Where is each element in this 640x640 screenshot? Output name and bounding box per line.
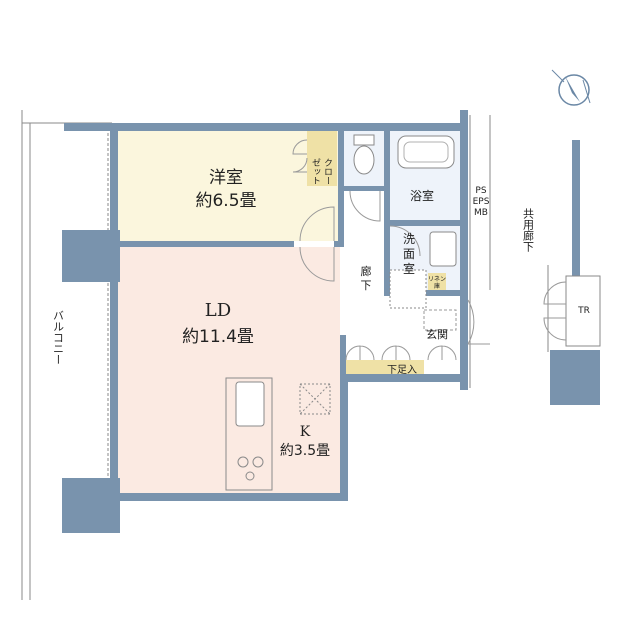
entrance-step [423, 309, 457, 331]
ld-name: LD [205, 300, 231, 321]
washroom-label-3: 室 [403, 261, 415, 276]
tr-box [565, 275, 601, 347]
entrance-label: 玄関 [426, 327, 448, 341]
shoe-cabinet-floor [342, 360, 424, 378]
linen-label-1: リネン [428, 276, 446, 283]
walls [62, 110, 600, 533]
ld-door [299, 246, 335, 282]
washroom-label-1: 洗 [403, 232, 415, 246]
ps-label-2: EPS [473, 197, 490, 207]
fridge-x [299, 383, 331, 415]
bath-name: 浴室 [410, 188, 434, 203]
stove-burner-2 [252, 456, 264, 468]
ps-label-3: MB [474, 208, 488, 218]
shoe-cabinet-label: 下足入 [387, 364, 417, 376]
hallway-label-2: 下 [361, 279, 372, 292]
closet-door [292, 139, 308, 173]
washroom-label-2: 面 [403, 247, 415, 261]
western-room-name: 洋室 [209, 168, 243, 188]
stove-burner [237, 456, 249, 468]
ps-label-1: PS [475, 186, 486, 196]
western-door [299, 206, 335, 242]
western-room-floor [118, 128, 340, 241]
tr-label: TR [577, 306, 590, 316]
kitchen-size: 約3.5畳 [280, 443, 330, 459]
closet-label-2: ゼット [310, 158, 321, 185]
bath-door [389, 225, 421, 257]
common-corridor-label: 共用廊下 [522, 208, 535, 253]
closet-label-1: クロー [322, 158, 332, 185]
closet-floor [307, 131, 337, 186]
western-room-size: 約6.5畳 [195, 191, 256, 211]
balcony-label: バルコニー [52, 310, 65, 365]
kitchen-name: K [300, 424, 311, 440]
fridge-space [299, 383, 331, 415]
kitchen-sink [235, 381, 265, 427]
north-arrow-icon [551, 69, 591, 106]
wash-basin [429, 231, 457, 267]
stove-burner-3 [245, 471, 255, 481]
toilet-tank [353, 134, 375, 146]
linen-cabinet-floor [428, 273, 446, 290]
shoe-doors [345, 345, 457, 361]
bathtub-inner [403, 141, 449, 163]
toilet-door [349, 190, 381, 222]
kitchen-counter [225, 377, 273, 491]
linen-label-2: 庫 [434, 282, 440, 290]
bathtub [397, 135, 455, 169]
hallway-label-1: 廊 [361, 264, 372, 278]
entrance-door [467, 299, 490, 345]
washer-space [389, 269, 427, 309]
toilet-bowl [353, 145, 375, 175]
tr-door [543, 281, 567, 341]
ld-size: 約11.4畳 [182, 327, 254, 347]
ld-floor [118, 247, 340, 495]
